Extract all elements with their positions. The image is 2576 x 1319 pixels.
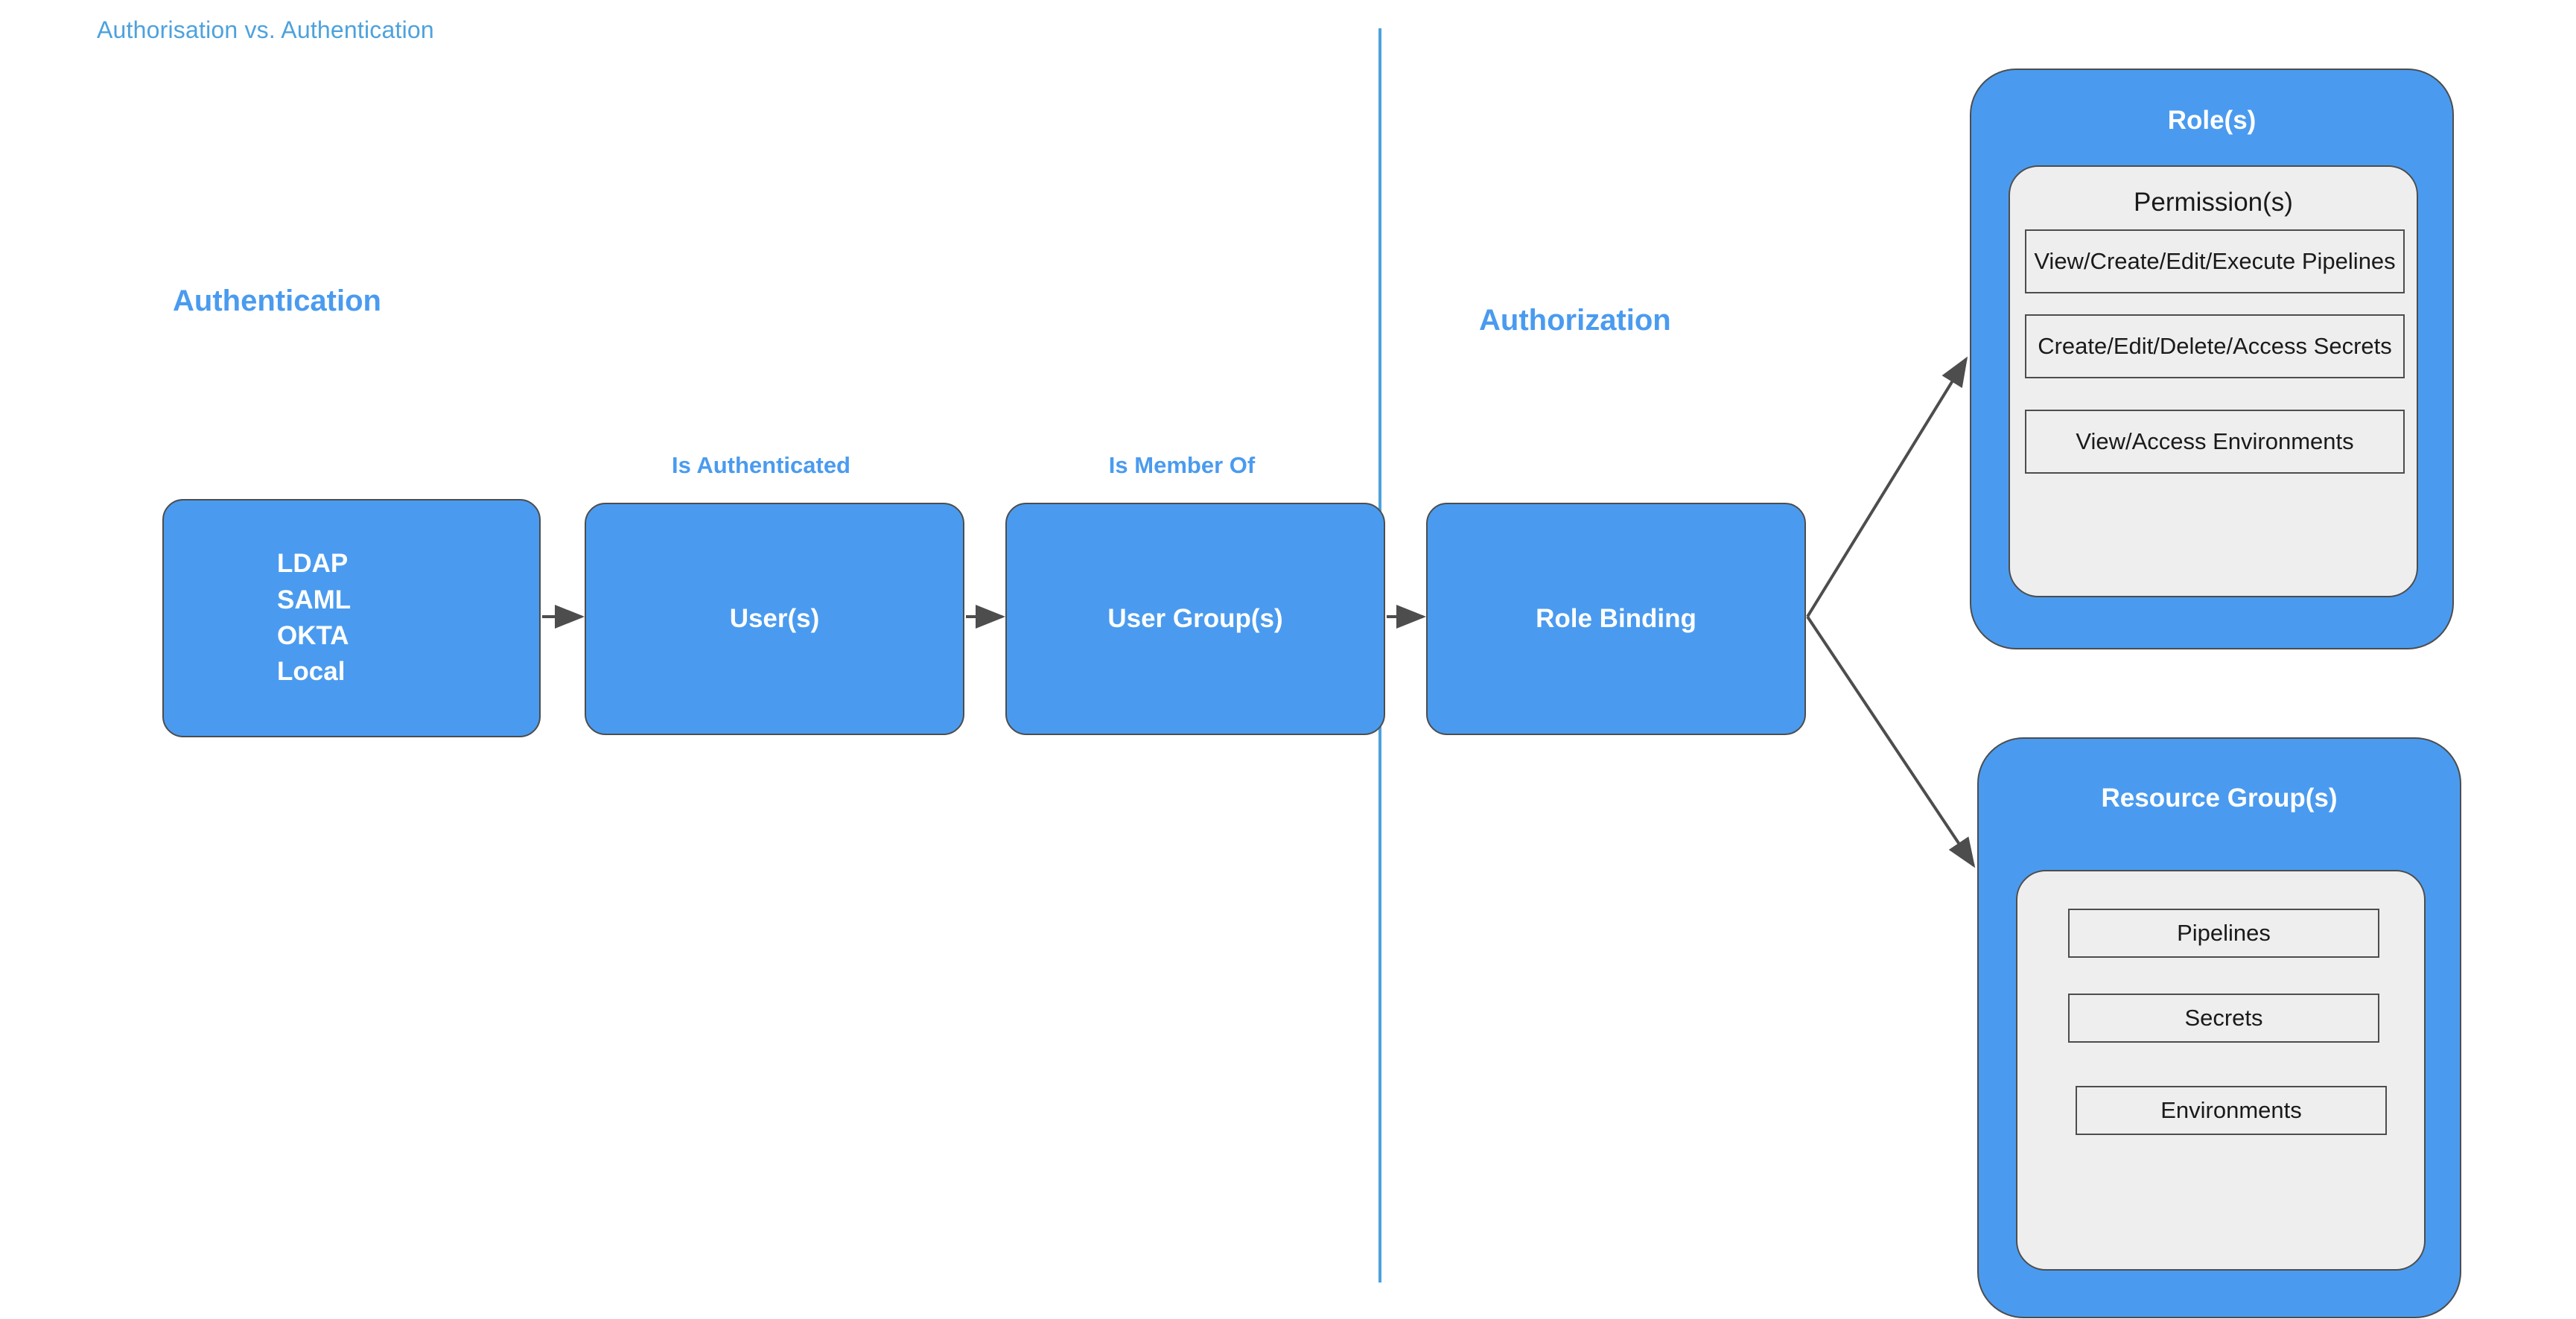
resource-item[interactable]: Pipelines <box>2068 909 2379 958</box>
panel-roles[interactable]: Role(s) Permission(s) View/Create/Edit/E… <box>1970 69 2454 649</box>
idp-option-local: Local <box>277 657 346 687</box>
connector-role-binding-to-resource-groups <box>1806 615 1976 868</box>
panel-resource-groups-title: Resource Group(s) <box>2101 784 2338 813</box>
panel-permissions-title: Permission(s) <box>2134 188 2293 217</box>
panel-resource-list: Pipelines Secrets Environments <box>2016 870 2426 1271</box>
label-is-authenticated: Is Authenticated <box>672 452 850 478</box>
node-user-groups[interactable]: User Group(s) <box>1005 503 1385 735</box>
idp-option-okta: OKTA <box>277 621 349 650</box>
heading-authentication: Authentication <box>173 285 381 317</box>
idp-option-saml: SAML <box>277 585 352 614</box>
heading-authorization: Authorization <box>1479 304 1671 337</box>
node-users-label: User(s) <box>729 603 820 633</box>
node-users[interactable]: User(s) <box>585 503 964 735</box>
panel-resource-groups[interactable]: Resource Group(s) Pipelines Secrets Envi… <box>1977 737 2461 1318</box>
node-role-binding-label: Role Binding <box>1536 603 1696 633</box>
permission-item[interactable]: View/Access Environments <box>2025 410 2405 474</box>
connector-role-binding-to-roles <box>1806 356 1968 618</box>
page-title: Authorisation vs. Authentication <box>97 16 434 43</box>
node-user-groups-label: User Group(s) <box>1107 603 1283 633</box>
resource-item[interactable]: Secrets <box>2068 994 2379 1043</box>
panel-roles-title: Role(s) <box>2167 106 2257 135</box>
permission-item[interactable]: View/Create/Edit/Execute Pipelines <box>2025 229 2405 293</box>
resource-item[interactable]: Environments <box>2076 1086 2387 1135</box>
idp-option-ldap: LDAP <box>277 549 349 579</box>
node-role-binding[interactable]: Role Binding <box>1426 503 1806 735</box>
panel-permissions: Permission(s) View/Create/Edit/Execute P… <box>2009 165 2418 597</box>
permission-item[interactable]: Create/Edit/Delete/Access Secrets <box>2025 314 2405 378</box>
node-identity-providers[interactable]: LDAP SAML OKTA Local <box>162 499 541 737</box>
label-is-member-of: Is Member Of <box>1108 452 1256 478</box>
